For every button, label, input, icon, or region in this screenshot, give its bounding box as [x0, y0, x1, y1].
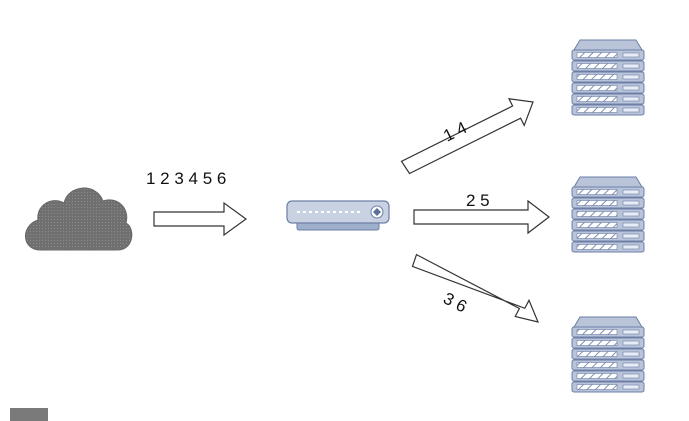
arrow-to-server-bottom — [411, 253, 540, 323]
route-middle-label: 2 5 — [466, 191, 490, 210]
server-unit — [571, 208, 645, 220]
server-rack-middle — [571, 176, 645, 253]
load-balancer-icon — [286, 200, 390, 231]
route-bottom-label: 3 6 — [440, 289, 470, 317]
server-unit — [571, 104, 645, 116]
arrow-to-server-top — [400, 98, 534, 175]
server-unit — [571, 219, 645, 231]
incoming-sequence-label: 1 2 3 4 5 6 — [146, 169, 226, 188]
server-unit — [571, 197, 645, 209]
corner-tab — [10, 408, 48, 421]
server-unit — [571, 93, 645, 105]
server-rack-icon — [573, 176, 643, 188]
server-unit — [571, 370, 645, 382]
arrow-in — [153, 201, 248, 237]
server-rack-bottom — [571, 316, 645, 393]
server-rack-icon — [573, 39, 643, 51]
server-unit — [571, 49, 645, 61]
arrow-to-server-middle — [413, 199, 550, 235]
server-unit — [571, 326, 645, 338]
server-unit — [571, 60, 645, 72]
server-rack-top — [571, 39, 645, 116]
server-unit — [571, 241, 645, 253]
cloud-icon — [25, 187, 133, 251]
server-unit — [571, 186, 645, 198]
server-unit — [571, 82, 645, 94]
server-unit — [571, 381, 645, 393]
server-unit — [571, 348, 645, 360]
server-unit — [571, 359, 645, 371]
server-unit — [571, 337, 645, 349]
server-group — [571, 39, 645, 393]
server-unit — [571, 71, 645, 83]
server-unit — [571, 230, 645, 242]
server-rack-icon — [573, 316, 643, 328]
